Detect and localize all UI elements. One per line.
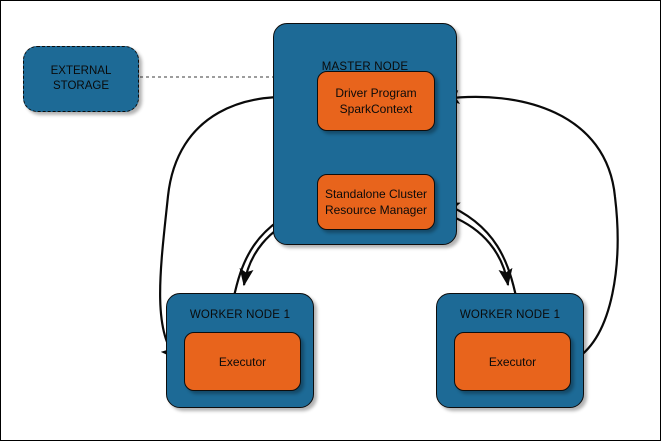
connector-cluster-to-worker-2 [450,214,513,287]
executor-1-label: Executor [218,354,267,369]
driver-program-box[interactable]: Driver Program SparkContext [317,71,435,131]
worker-node-2-label: WORKER NODE 1 [459,309,561,321]
executor-box-1[interactable]: Executor [184,332,301,391]
cluster-manager-label: Standalone Cluster Resource Manager [324,187,428,217]
cluster-manager-box[interactable]: Standalone Cluster Resource Manager [317,174,435,230]
executor-2-label: Executor [488,354,537,369]
external-storage-node[interactable]: EXTERNAL STORAGE [23,46,139,112]
connector-executor-2-to-driver [441,89,619,360]
driver-program-label: Driver Program SparkContext [335,86,417,116]
master-node-label: MASTER NODE [321,61,409,73]
connector-worker-2-to-cluster [441,201,519,302]
worker-node-1-label: WORKER NODE 1 [189,309,291,321]
executor-box-2[interactable]: Executor [454,332,571,391]
external-storage-label: EXTERNAL STORAGE [50,65,112,92]
connector-driver-to-executor-1 [159,95,314,360]
